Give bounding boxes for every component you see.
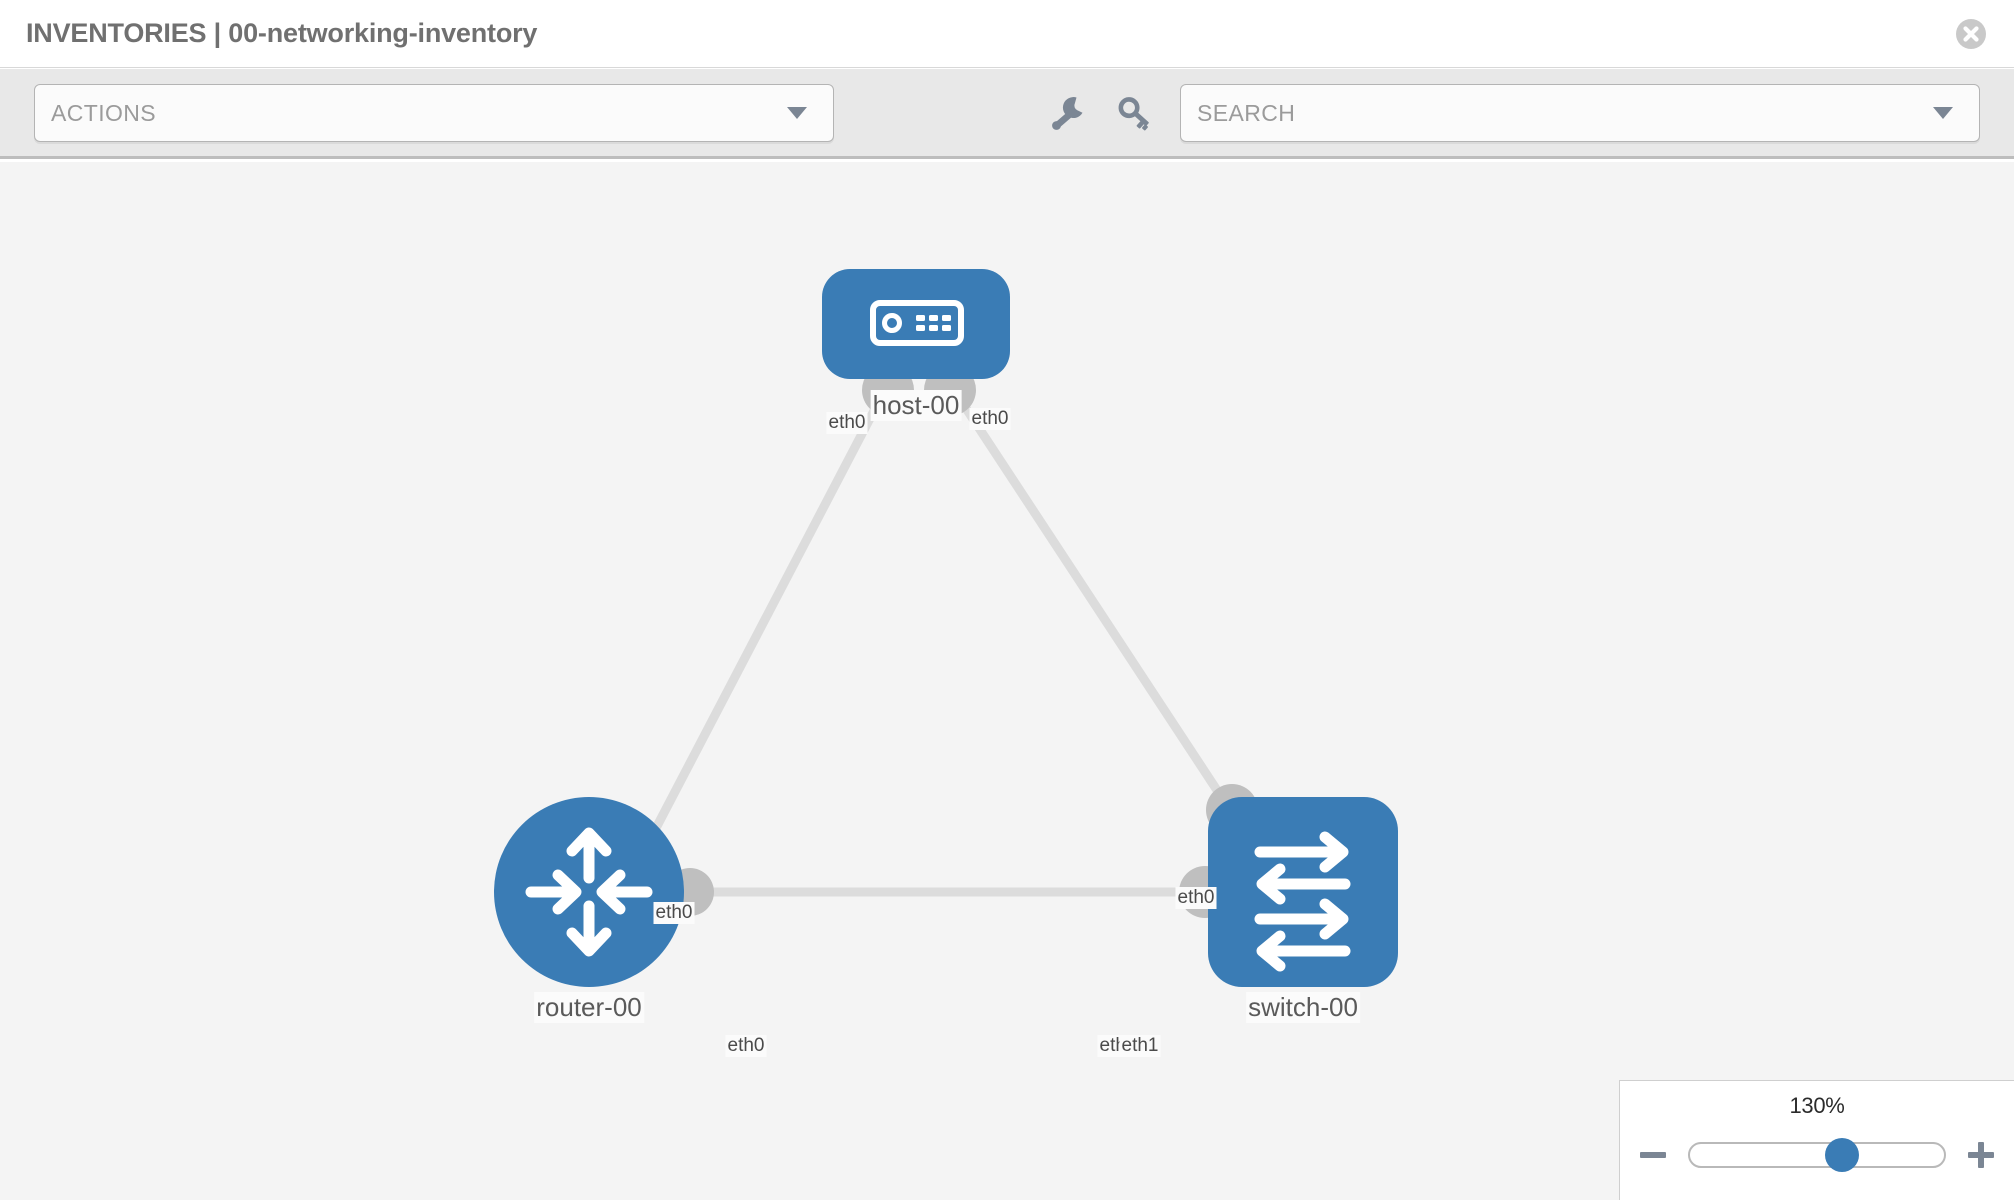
topology-graph — [494, 269, 1398, 987]
zoom-out-button[interactable] — [1636, 1138, 1670, 1172]
edge-label-router-eth0-north: eth0 — [653, 902, 695, 924]
server-device-icon — [870, 300, 964, 346]
actions-dropdown-label: ACTIONS — [51, 99, 157, 126]
edge-label-switch-eth1-west: eth1 — [1119, 1035, 1161, 1057]
search-field[interactable] — [1180, 84, 1980, 142]
zoom-slider-track[interactable] — [1688, 1138, 1946, 1172]
zoom-control: 130% — [1619, 1080, 2014, 1200]
edge-host-switch — [946, 381, 1234, 813]
node-router-00[interactable] — [494, 797, 684, 987]
edge-host-router — [651, 381, 892, 833]
node-label-host-00: host-00 — [870, 390, 962, 421]
edge-label-host-eth0-right: eth0 — [969, 408, 1011, 430]
close-icon[interactable] — [1956, 18, 1986, 49]
toolbar: ACTIONS — [0, 69, 2014, 159]
actions-dropdown[interactable]: ACTIONS — [34, 84, 834, 142]
topology-canvas[interactable]: eth0 eth0 eth0 eth0 eth0 eth0 eth1 host-… — [0, 162, 2014, 1200]
node-host-00[interactable] — [822, 269, 1010, 379]
key-icon[interactable] — [1114, 92, 1156, 134]
node-label-switch-00: switch-00 — [1246, 992, 1360, 1023]
edge-label-switch-eth0-north: eth0 — [1175, 887, 1217, 909]
edge-label-host-eth0-left: eth0 — [826, 412, 868, 434]
router-arrows-icon — [525, 827, 653, 957]
zoom-in-button[interactable] — [1964, 1138, 1998, 1172]
edge-label-router-eth0-east: eth0 — [725, 1035, 767, 1057]
switch-arrows-icon — [1254, 831, 1351, 972]
wrench-icon[interactable] — [1046, 92, 1088, 134]
chevron-down-icon[interactable] — [1933, 107, 1953, 119]
chevron-down-icon — [787, 107, 807, 119]
zoom-slider-thumb[interactable] — [1825, 1138, 1860, 1172]
page-header: INVENTORIES | 00-networking-inventory — [0, 0, 2014, 68]
node-switch-00[interactable] — [1208, 797, 1398, 987]
page-title: INVENTORIES | 00-networking-inventory — [26, 18, 538, 48]
node-label-router-00: router-00 — [534, 992, 644, 1023]
search-input[interactable] — [1197, 99, 1963, 127]
zoom-percent-label: 130% — [1789, 1093, 1845, 1118]
